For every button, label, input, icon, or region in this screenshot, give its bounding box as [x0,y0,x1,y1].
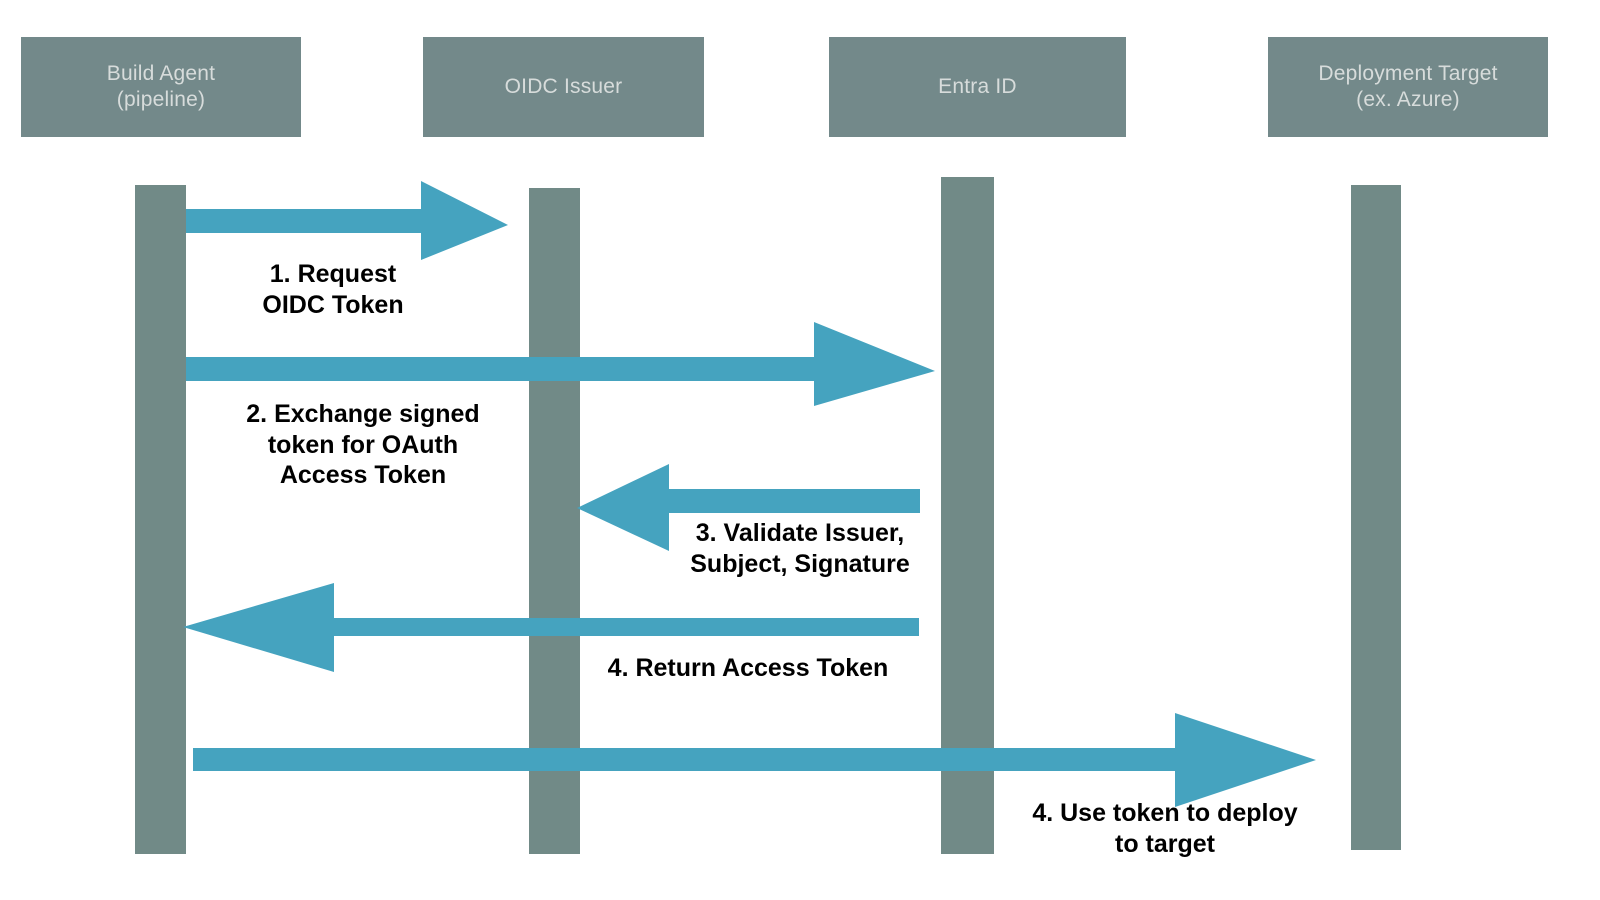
lifeline-build-agent [135,185,186,854]
message-label-4: 4. Return Access Token [607,654,889,682]
participant-box-build-agent: Build Agent (pipeline) [21,37,301,137]
participant-box-entra-id: Entra ID [829,37,1126,137]
message-label-5: 4. Use token to deploy to target [1032,799,1298,858]
lifeline-entra-id [941,177,994,854]
lifeline-oidc-issuer [529,188,580,854]
message-label-2: 2. Exchange signed token for OAuth Acces… [246,400,480,489]
participant-box-deployment-target: Deployment Target (ex. Azure) [1268,37,1548,137]
message-label-3: 3. Validate Issuer, Subject, Signature [690,519,910,578]
message-arrow-1 [186,181,508,260]
message-arrow-5 [193,713,1316,807]
lifeline-deployment-target [1351,185,1401,850]
message-label-1: 1. Request OIDC Token [262,260,404,319]
participant-box-oidc-issuer: OIDC Issuer [423,37,704,137]
